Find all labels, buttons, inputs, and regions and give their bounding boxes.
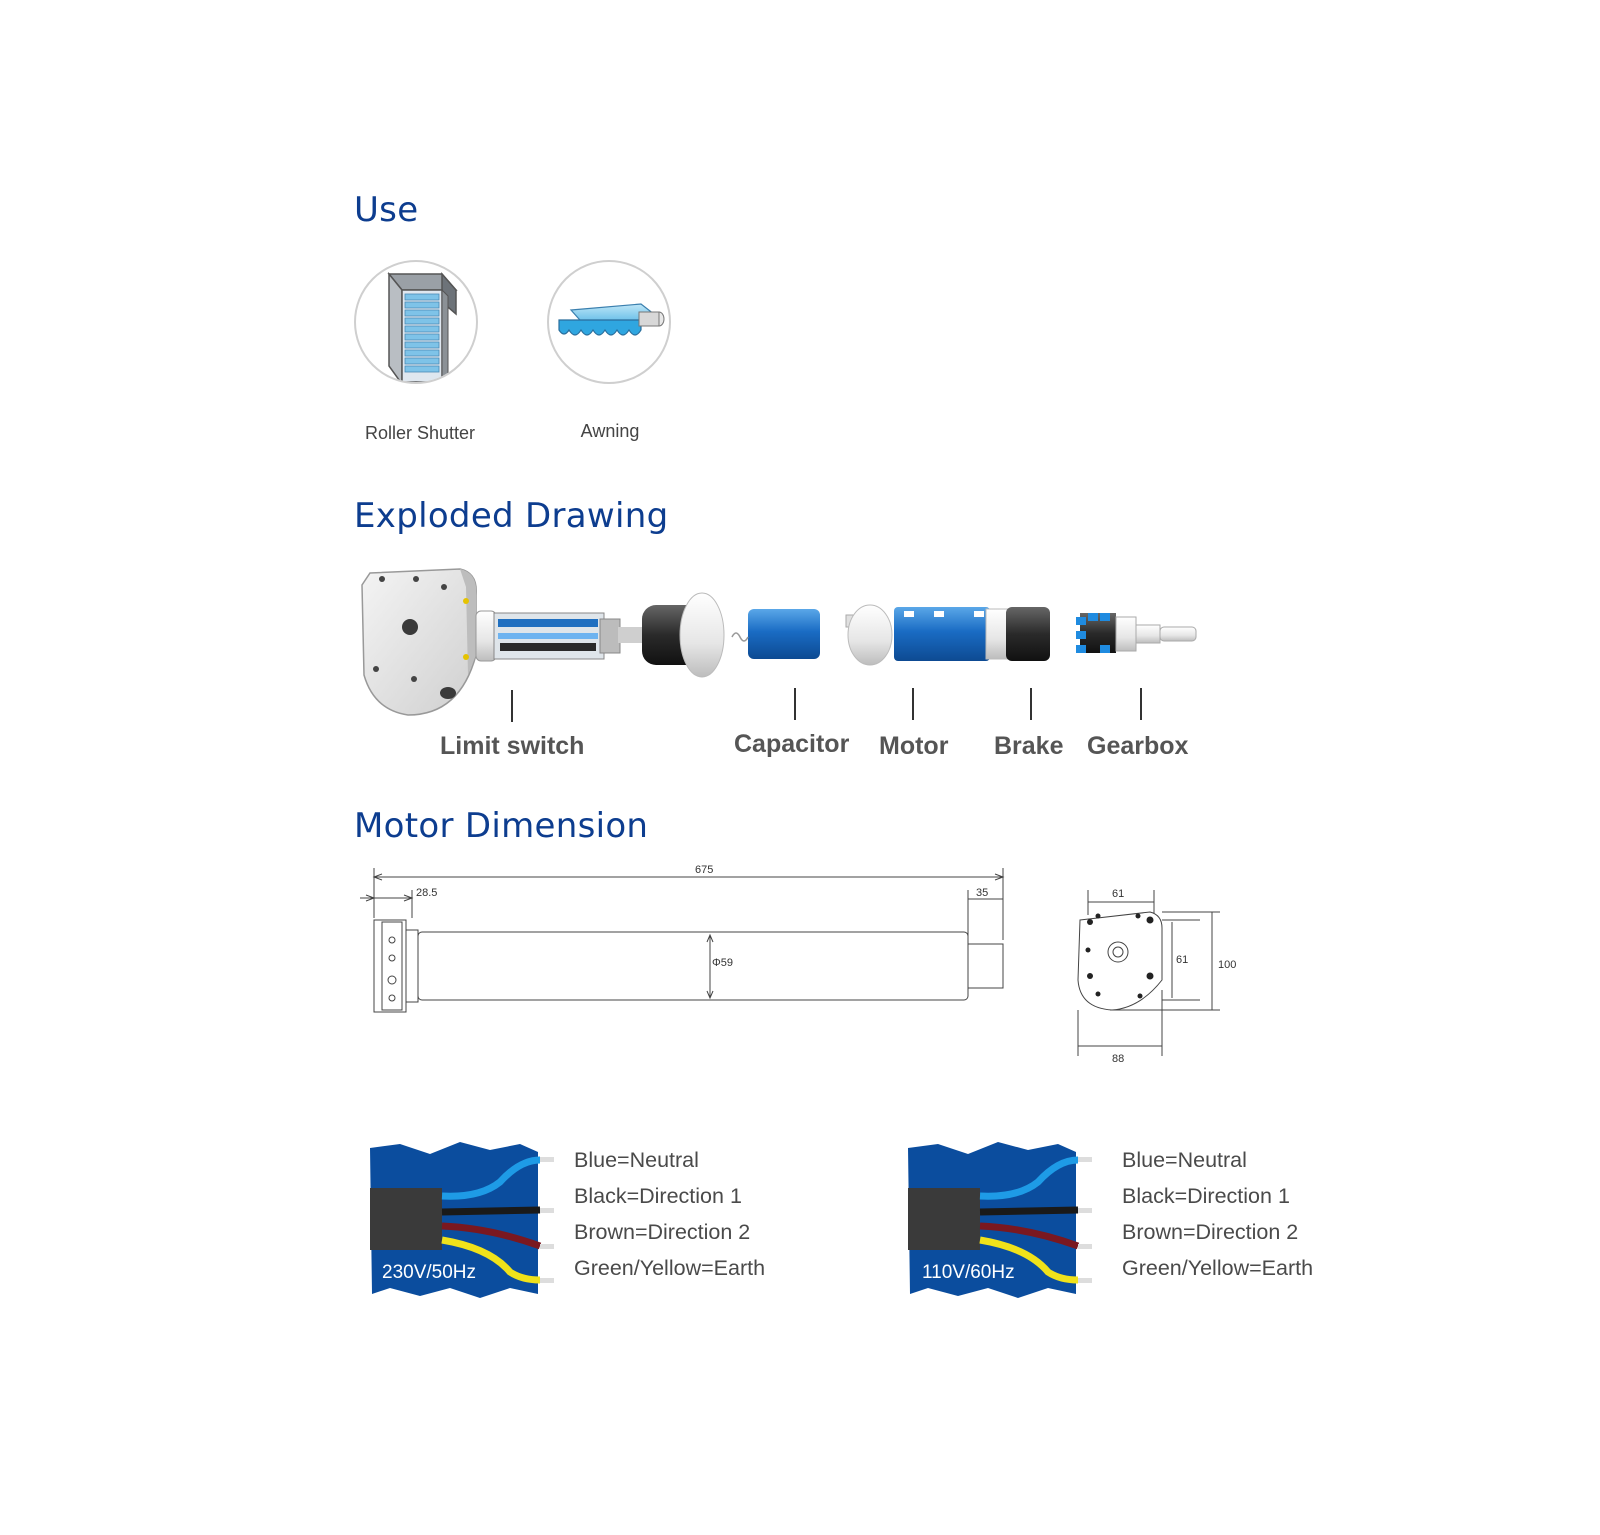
legend-blue: Blue=Neutral xyxy=(574,1148,699,1172)
legend-blue: Blue=Neutral xyxy=(1122,1148,1247,1172)
dimension-heading: Motor Dimension xyxy=(354,806,649,846)
dim-head-height: 100 xyxy=(1218,959,1236,971)
legend-earth: Green/Yellow=Earth xyxy=(1122,1256,1314,1280)
legend-brown: Brown=Direction 2 xyxy=(574,1220,751,1244)
wiring-diagram-110v xyxy=(908,1142,1092,1298)
dim-shaft-length: 35 xyxy=(976,887,988,899)
exploded-drawing xyxy=(361,568,1197,716)
gearbox-part xyxy=(1076,613,1197,653)
legend-earth: Green/Yellow=Earth xyxy=(574,1256,766,1280)
part-label-motor: Motor xyxy=(879,732,949,760)
roller-shutter-icon xyxy=(354,260,478,384)
dim-head-length: 28.5 xyxy=(416,887,437,899)
part-label-limit-switch: Limit switch xyxy=(440,732,585,760)
legend-black: Black=Direction 1 xyxy=(1122,1184,1290,1208)
brake-part xyxy=(1006,607,1050,661)
motor-part xyxy=(894,607,990,661)
legend-brown: Brown=Direction 2 xyxy=(1122,1220,1299,1244)
wiring-legend-110v: Blue=Neutral Black=Direction 1 Brown=Dir… xyxy=(1122,1142,1313,1286)
limit-switch-head xyxy=(361,568,477,716)
legend-black: Black=Direction 1 xyxy=(574,1184,742,1208)
motor-dimension-drawing: 675 28.5 35 Φ59 61 61 100 88 xyxy=(360,864,1236,1065)
capacitor-part xyxy=(748,609,820,659)
dim-head-width: 88 xyxy=(1112,1053,1124,1065)
wiring-diagram-230v xyxy=(370,1142,554,1298)
wiring-legend-230v: Blue=Neutral Black=Direction 1 Brown=Dir… xyxy=(574,1142,765,1286)
dim-head-height-inner: 61 xyxy=(1176,954,1188,966)
awning-label: Awning xyxy=(580,421,640,441)
roller-shutter-label: Roller Shutter xyxy=(364,423,476,443)
awning-icon xyxy=(547,260,671,384)
voltage-label-110v: 110V/60Hz xyxy=(922,1262,1015,1283)
dim-head-width-top: 61 xyxy=(1112,888,1124,900)
part-label-gearbox: Gearbox xyxy=(1087,732,1189,760)
part-label-capacitor: Capacitor xyxy=(734,730,850,758)
voltage-label-230v: 230V/50Hz xyxy=(382,1262,477,1283)
exploded-heading: Exploded Drawing xyxy=(354,496,669,536)
use-heading: Use xyxy=(354,190,419,230)
dim-diameter: Φ59 xyxy=(712,957,733,969)
dim-total-length: 675 xyxy=(695,864,713,876)
part-label-brake: Brake xyxy=(994,732,1064,760)
